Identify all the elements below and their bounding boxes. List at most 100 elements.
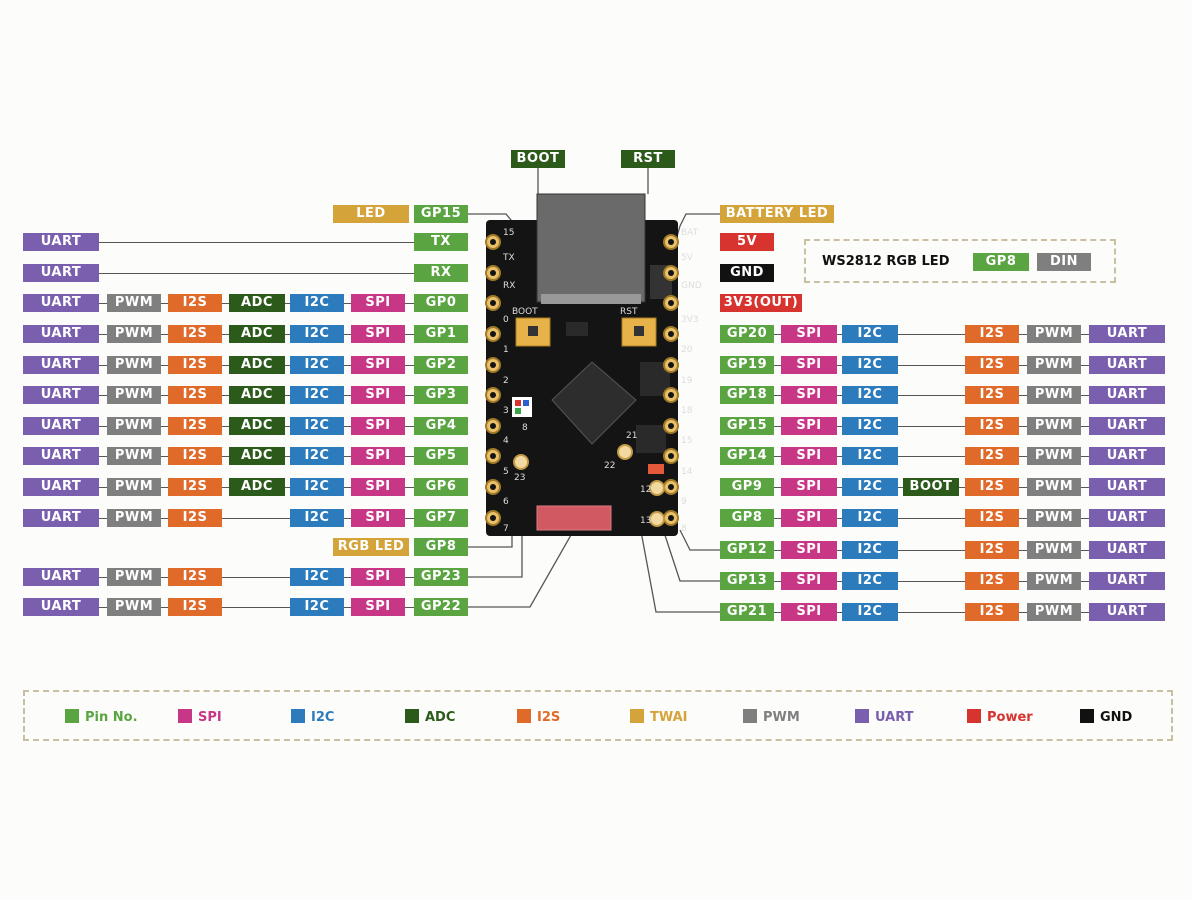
left-row-line [222, 487, 229, 489]
left-row-line [222, 456, 229, 458]
silk-pad-label: 23 [514, 473, 525, 483]
right-func-pwm: PWM [1027, 478, 1081, 496]
left-func-i2s: I2S [168, 478, 222, 496]
led-label: LED [333, 205, 409, 223]
silk-left-pin: 7 [503, 524, 509, 534]
left-gp-label: GP23 [414, 568, 468, 586]
right-row-line [1081, 426, 1089, 428]
left-func-pwm: PWM [107, 568, 161, 586]
right-row-line [1081, 395, 1089, 397]
left-row-line [161, 487, 168, 489]
right-func-i2c: I2C [842, 478, 898, 496]
left-row-line [344, 395, 351, 397]
left-row-line [99, 426, 107, 428]
right-row-line [774, 334, 781, 336]
left-row-line [161, 518, 168, 520]
legend-item: SPI [178, 709, 222, 725]
left-func-i2c: I2C [290, 478, 344, 496]
legend-label: PWM [763, 710, 800, 725]
left-func-spi: SPI [351, 325, 405, 343]
legend-item: PWM [743, 709, 800, 725]
pin-hole-center [668, 300, 674, 306]
legend-item: I2C [291, 709, 334, 725]
legend-item: UART [855, 709, 914, 725]
pin-hole-center [668, 453, 674, 459]
left-gp-label: GP4 [414, 417, 468, 435]
right-row-line [1019, 426, 1027, 428]
right-row-line [1019, 456, 1027, 458]
right-func-boot: BOOT [903, 478, 959, 496]
gp15-label: GP15 [414, 205, 468, 223]
right-func-spi: SPI [781, 509, 837, 527]
left-row-line [405, 303, 414, 305]
rx-pin-label: RX [414, 264, 468, 282]
pin-hole-center [490, 392, 496, 398]
right-func-pwm: PWM [1027, 356, 1081, 374]
left-row-line [222, 365, 229, 367]
rx-line [99, 273, 414, 275]
right-func-uart: UART [1089, 572, 1165, 590]
boot-button-cap [528, 326, 538, 336]
silk-right-pin: 18 [681, 406, 693, 416]
pin-hole-center [668, 515, 674, 521]
left-row-line [344, 365, 351, 367]
legend-item: ADC [405, 709, 455, 725]
right-func-pwm: PWM [1027, 447, 1081, 465]
right-func-uart: UART [1089, 356, 1165, 374]
left-func-pwm: PWM [107, 598, 161, 616]
usb-c-shadow [541, 294, 641, 304]
left-func-uart: UART [23, 598, 99, 616]
left-row-line [161, 577, 168, 579]
pin-hole-center [668, 331, 674, 337]
left-gp-label: GP2 [414, 356, 468, 374]
pin-holes [485, 234, 679, 527]
right-row-line [959, 487, 965, 489]
left-func-i2c: I2C [290, 568, 344, 586]
left-func-spi: SPI [351, 568, 405, 586]
right-row-line [1081, 456, 1089, 458]
right-func-i2c: I2C [842, 603, 898, 621]
right-gp-label: GP14 [720, 447, 774, 465]
left-row-line [99, 607, 107, 609]
right-row-line [774, 581, 781, 583]
left-func-pwm: PWM [107, 356, 161, 374]
right-row-line [837, 581, 842, 583]
right-func-pwm: PWM [1027, 541, 1081, 559]
pin-hole-center [668, 270, 674, 276]
left-func-i2s: I2S [168, 568, 222, 586]
legend-label: Power [987, 710, 1033, 725]
right-row-line [898, 395, 965, 397]
pin-hole-center [490, 270, 496, 276]
legend-swatch [291, 709, 305, 723]
silk-pad-label: 13 [640, 516, 651, 526]
pin-hole-center [490, 300, 496, 306]
left-func-pwm: PWM [107, 447, 161, 465]
legend-item: GND [1080, 709, 1132, 725]
left-row-line [285, 487, 290, 489]
right-row-line [1081, 487, 1089, 489]
right-row-line [1081, 612, 1089, 614]
left-func-i2c: I2C [290, 294, 344, 312]
right-row-line [1019, 612, 1027, 614]
silk-pad-label: 12 [640, 485, 651, 495]
left-gp-label: GP6 [414, 478, 468, 496]
right-func-spi: SPI [781, 386, 837, 404]
right-func-pwm: PWM [1027, 509, 1081, 527]
right-row-line [774, 426, 781, 428]
right-row-line [898, 612, 965, 614]
left-func-spi: SPI [351, 356, 405, 374]
left-row-line [405, 395, 414, 397]
left-func-pwm: PWM [107, 386, 161, 404]
left-func-i2s: I2S [168, 325, 222, 343]
pin-hole-center [668, 423, 674, 429]
right-row-line [837, 334, 842, 336]
rst-button [621, 317, 657, 347]
legend-swatch [630, 709, 644, 723]
left-row-line [344, 487, 351, 489]
left-gp-label: GP0 [414, 294, 468, 312]
rgb-led-label: RGB LED [333, 538, 409, 556]
legend-label: Pin No. [85, 710, 138, 725]
right-func-i2s: I2S [965, 478, 1019, 496]
